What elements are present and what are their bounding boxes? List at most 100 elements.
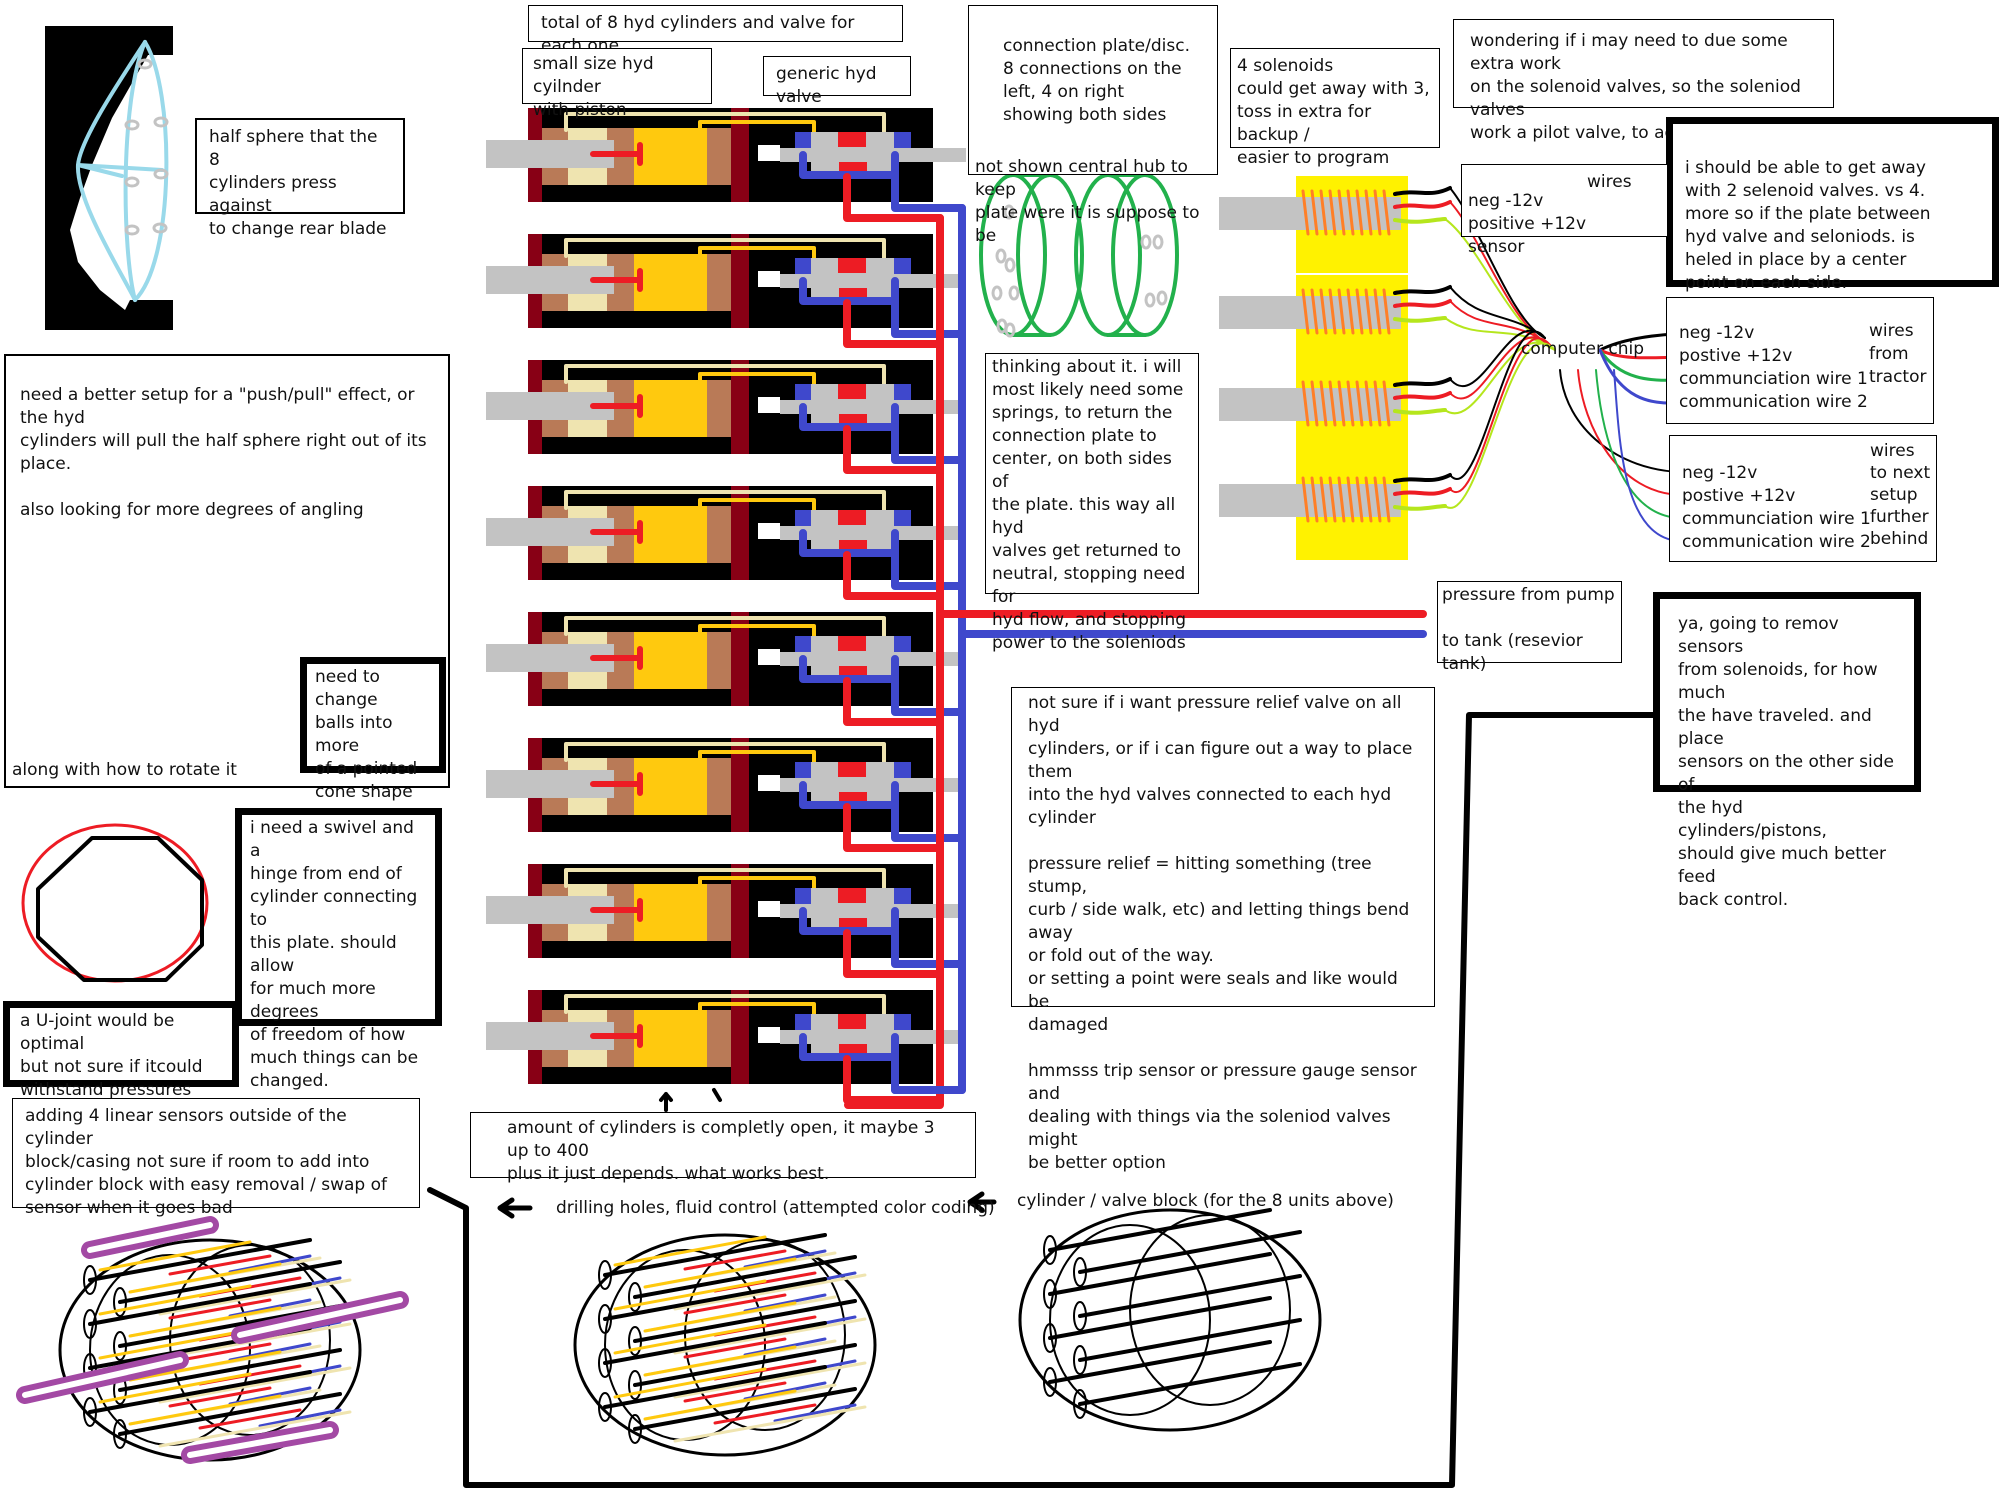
valve-stem <box>780 526 966 540</box>
cylinder-bulkhead <box>731 990 749 1084</box>
next-wire-line: neg -12v <box>1682 463 1758 483</box>
note-cone-shape: need to change balls into more of a poin… <box>300 657 446 802</box>
bore-end <box>1043 1279 1057 1309</box>
solenoid-coil <box>1382 288 1391 335</box>
tractor-wires-legend: neg -12v postive +12v communciation wire… <box>1666 297 1934 424</box>
solenoid-wire-pos <box>1393 487 1452 496</box>
pressure-manifold <box>844 214 944 1109</box>
bore-end <box>1043 1323 1057 1353</box>
fluid-line-drain <box>158 1410 352 1448</box>
label-drilling: drilling holes, fluid control (attempted… <box>556 1198 995 1218</box>
next-wire-line: communication wire 2 <box>1682 532 1871 552</box>
cylinder-bore <box>603 1321 827 1365</box>
solenoid-plunger <box>1219 296 1401 329</box>
fluid-line-return <box>258 1408 342 1428</box>
fluid-line-pressure <box>168 1254 272 1276</box>
tank-label: to tank (resevior tank) <box>1442 631 1583 674</box>
fluid-line-supply <box>613 1279 767 1311</box>
fluid-line-pressure <box>713 1403 817 1425</box>
mount-hole-icon <box>152 222 168 234</box>
solenoid-coil <box>1310 380 1319 427</box>
solenoid-coil <box>1373 288 1382 335</box>
cylinder-bore <box>118 1392 342 1436</box>
return-line <box>564 994 886 1022</box>
note-amount: amount of cylinders is completly open, i… <box>470 1112 976 1184</box>
fluid-line-pressure <box>683 1249 787 1271</box>
bore-end <box>1073 1301 1087 1331</box>
rod-port-icon <box>590 520 643 544</box>
cylinder-bulkhead <box>731 360 749 454</box>
fluid-line-supply <box>643 1345 797 1377</box>
half-sphere-meridian <box>123 40 147 302</box>
chip-wire <box>1444 218 1556 351</box>
cylinder-bore <box>118 1348 342 1392</box>
bore-end <box>1073 1345 1087 1375</box>
fluid-line-drain <box>158 1366 352 1404</box>
plate-hole-icon <box>991 285 1003 301</box>
mount-hole-icon <box>153 168 169 180</box>
return-line <box>564 112 886 140</box>
solenoid-coil <box>1328 380 1337 427</box>
solenoid-plunger <box>1219 484 1401 517</box>
solenoid-wire-lines: neg -12v positive +12v sensor <box>1468 191 1587 257</box>
note-half-sphere: half sphere that the 8 cylinders press a… <box>195 118 405 239</box>
valve-pressure-port <box>838 1014 866 1029</box>
fluid-line-pressure <box>168 1386 272 1408</box>
solenoid-coil <box>1364 288 1373 335</box>
bore-end <box>1043 1367 1057 1397</box>
callout-connector <box>427 712 1666 1488</box>
note-solenoids: 4 solenoids could get away with 3, toss … <box>1230 48 1440 168</box>
next-wires-title: wires to next setup further behind <box>1870 441 1931 549</box>
valve-stem <box>780 778 966 792</box>
rod-port-icon <box>590 394 643 418</box>
fluid-line-drain <box>158 1278 352 1316</box>
fluid-line-supply <box>98 1328 252 1360</box>
note-generic-valve: generic hyd valve <box>763 56 911 107</box>
valve-actuator-stub <box>758 271 780 287</box>
drilled-block-end-right <box>684 1239 846 1431</box>
note-linear-sensors: adding 4 linear sensors outside of the c… <box>12 1098 420 1218</box>
fluid-line-supply <box>643 1389 797 1421</box>
bore-end <box>83 1309 97 1339</box>
valve-pressure-port <box>838 888 866 903</box>
solenoid-wire-sensor <box>1393 316 1447 323</box>
plate-hole-icon <box>1152 234 1164 250</box>
supply-line <box>698 876 816 896</box>
valve-pressure-feed <box>843 929 944 978</box>
cylinder-bore <box>88 1238 312 1282</box>
rod-port-icon <box>590 646 643 670</box>
half-sphere-spoke <box>76 163 164 178</box>
valve-stem <box>780 148 966 162</box>
cylinder-oil-chamber <box>634 506 707 563</box>
valve-actuator-stub <box>758 775 780 791</box>
solenoid-coil <box>1364 189 1373 236</box>
pressure-label: pressure from pump <box>1442 585 1615 605</box>
bore-end <box>113 1287 127 1317</box>
note-rotate: along with how to rotate it <box>12 760 237 780</box>
solenoid-coil <box>1346 380 1355 427</box>
plate-hole-icon <box>1008 285 1020 301</box>
note-springs: thinking about it. i will most likely ne… <box>985 353 1199 653</box>
solenoid-coil <box>1346 189 1355 236</box>
cylinder-bore <box>88 1282 312 1326</box>
plain-block-outline <box>1018 1208 1322 1432</box>
solenoid-coil <box>1328 189 1337 236</box>
fluid-line-supply <box>613 1235 767 1267</box>
fluid-line-drain <box>673 1405 867 1443</box>
swivel-plate-octagon <box>36 836 204 982</box>
note-two-valves-text: i should be able to get away with 2 sele… <box>1685 158 1931 293</box>
note-two-valves: i should be able to get away with 2 sele… <box>1666 117 1999 293</box>
mount-hole-icon <box>124 119 140 131</box>
fluid-line-drain <box>673 1361 867 1399</box>
tractor-wire-line: communication wire 2 <box>1679 392 1868 412</box>
bore-end <box>1073 1389 1087 1419</box>
supply-line <box>698 372 816 392</box>
cylinder-head <box>707 884 731 941</box>
note-swivel: i need a swivel and a hinge from end of … <box>235 808 442 1091</box>
cylinder-bore <box>1078 1230 1302 1274</box>
solenoid-coil <box>1337 380 1346 427</box>
solenoid-coil <box>1319 380 1328 427</box>
next-wire-line: communciation wire 1 <box>1682 509 1871 529</box>
fluid-line-supply <box>128 1262 282 1294</box>
